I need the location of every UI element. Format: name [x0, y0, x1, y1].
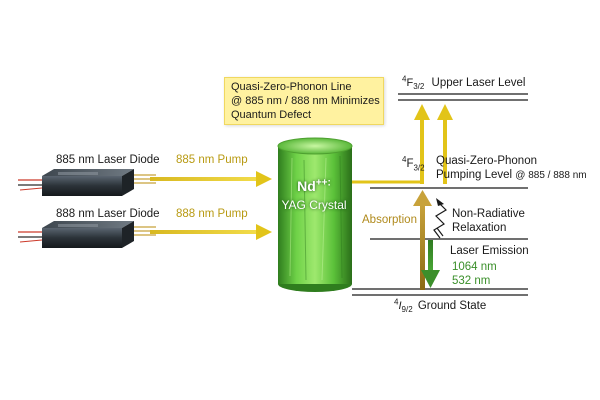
excitation-arrows: [414, 104, 453, 184]
quasi-zero-phonon-note: Quasi-Zero-Phonon Line @ 885 nm / 888 nm…: [224, 77, 384, 125]
emission-label: Laser Emission: [450, 245, 529, 257]
crystal-label-line2: YAG Crystal: [281, 198, 347, 212]
pump-level-name-line2: Pumping Level @ 885 / 888 nm: [436, 169, 587, 181]
upper-level-label: 4F3/2 Upper Laser Level: [402, 74, 526, 92]
absorption-arrow: [413, 190, 432, 290]
ground-state-label: 4I9/2 Ground State: [394, 297, 487, 315]
diode-885-label: 885 nm Laser Diode: [56, 154, 160, 166]
upper-level-term: 4F3/2: [402, 74, 425, 92]
ground-state-term: 4I9/2: [394, 297, 413, 315]
note-line-3: Quantum Defect: [231, 109, 312, 121]
laser-diode-885: [18, 169, 156, 196]
crystal-label-line1: Nd++:: [297, 177, 331, 194]
pump-level-term: 4F3/2: [402, 155, 425, 173]
wavelength-532: 532 nm: [452, 275, 491, 287]
wavelength-1064: 1064 nm: [452, 261, 497, 273]
relaxation-squiggle: [433, 198, 447, 239]
level-ground: [352, 288, 528, 296]
pump-arrow-885: [150, 171, 272, 187]
note-line-1: Quasi-Zero-Phonon Line: [231, 81, 352, 93]
relaxation-label-line1: Non-Radiative: [452, 208, 525, 220]
laser-diode-888: [18, 221, 156, 248]
absorption-label: Absorption: [362, 214, 417, 226]
relaxation-label-line2: Relaxation: [452, 222, 507, 234]
level-upper: [398, 93, 528, 101]
pump-arrow-888: [150, 224, 272, 240]
nd-yag-crystal: [277, 137, 353, 292]
pump-885-label: 885 nm Pump: [176, 154, 248, 166]
note-line-2: @ 885 nm / 888 nm Minimizes: [231, 95, 380, 107]
diode-888-label: 888 nm Laser Diode: [56, 208, 160, 220]
emission-arrow: [421, 240, 440, 288]
pump-888-label: 888 nm Pump: [176, 208, 248, 220]
pump-level-name-line1: Quasi-Zero-Phonon: [436, 155, 537, 167]
